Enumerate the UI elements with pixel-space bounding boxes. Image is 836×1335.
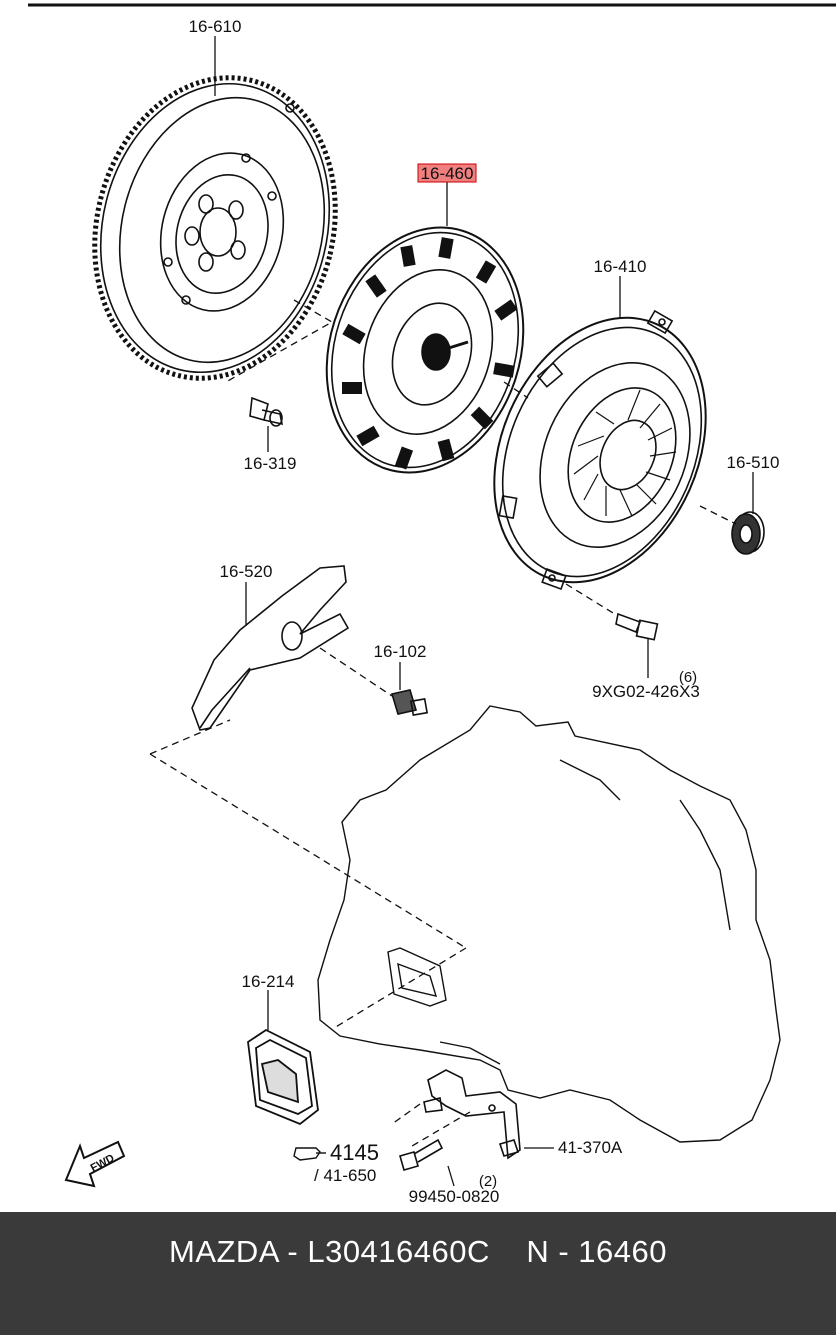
label-16-610[interactable]: 16-610	[189, 17, 242, 36]
pressure-plate[interactable]	[454, 284, 745, 616]
label-16-102[interactable]: 16-102	[374, 642, 427, 661]
pointer-hand-icon	[293, 1147, 326, 1161]
transmission-case	[317, 705, 781, 1143]
label-16-410[interactable]: 16-410	[594, 257, 647, 276]
label-41-650[interactable]: / 41-650	[314, 1166, 376, 1185]
pressure-plate-bolt[interactable]	[615, 612, 659, 641]
label-4145[interactable]: 4145	[330, 1140, 379, 1165]
leader-lines	[214, 36, 754, 1187]
label-qty-2: (2)	[479, 1173, 497, 1190]
alignment-lines	[149, 299, 737, 1147]
bracket-bolt[interactable]	[399, 1138, 444, 1171]
flywheel[interactable]	[64, 52, 367, 404]
label-16-214[interactable]: 16-214	[242, 972, 295, 991]
label-qty-6: (6)	[679, 669, 697, 686]
boot[interactable]	[247, 1028, 319, 1126]
flywheel-bolt[interactable]	[249, 396, 284, 427]
bracket[interactable]	[423, 1069, 521, 1160]
label-9xg02-426x3[interactable]: 9XG02-426X3	[592, 682, 700, 701]
highlight-box	[417, 163, 477, 183]
pivot-bolt[interactable]	[390, 689, 429, 717]
label-16-319[interactable]: 16-319	[244, 454, 297, 473]
clutch-disc[interactable]	[296, 202, 554, 498]
fwd-arrow-icon: FWD	[64, 1140, 126, 1188]
release-bearing[interactable]	[731, 511, 765, 555]
label-16-510[interactable]: 16-510	[727, 453, 780, 472]
label-41-370a[interactable]: 41-370A	[558, 1138, 623, 1157]
label-16-520[interactable]: 16-520	[220, 562, 273, 581]
exploded-parts-diagram: 16-610 16-460 16-410 16-319 16-510 16-52…	[28, 3, 836, 1206]
footer-part-number: MAZDA - L30416460C N - 16460	[169, 1234, 667, 1269]
label-16-460[interactable]: 16-460	[421, 164, 474, 183]
label-99450-0820[interactable]: 99450-0820	[409, 1187, 500, 1206]
footer-bar: MAZDA - L30416460C N - 16460	[0, 1212, 836, 1335]
release-fork[interactable]	[191, 565, 350, 731]
